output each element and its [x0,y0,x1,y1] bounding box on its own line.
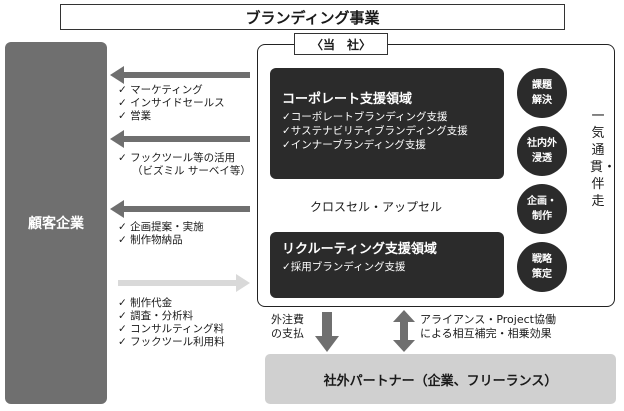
circle-line: 解決 [532,95,552,106]
recruiting-support-box: リクルーティング支援領域 ✓採用ブランディング支援 [270,232,504,298]
list-hook-tools: ✓ フックツール等の活用 （ビズミル サーベイ等） [118,152,251,178]
corporate-support-box: コーポレート支援領域 ✓コーポレートブランディング支援 ✓サステナビリティブラン… [270,68,504,179]
circle-strategy: 戦略 策定 [517,242,567,292]
circle-problem-solving: 課題 解決 [517,68,567,118]
corporate-item: ✓コーポレートブランディング支援 [282,111,448,123]
arrow-alliance [393,310,415,352]
circle-line: 戦略 [532,254,552,265]
circle-line: 浸透 [532,153,552,164]
corporate-item: ✓サステナビリティブランディング支援 [282,125,468,137]
list-item: ✓ 制作物納品 [118,234,183,246]
list-item-note: （ビズミル サーベイ等） [132,165,251,177]
list-item: ✓ コンサルティング料 [118,323,225,335]
list-proposal: ✓ 企画提案・実施 ✓ 制作物納品 [118,221,204,247]
arrow-left-1 [110,66,250,84]
corporate-item: ✓インナーブランディング支援 [282,139,426,151]
our-company-label: 〈当 社〉 [294,33,388,55]
list-item: ✓ フックツール等の活用 [118,152,236,164]
list-item: ✓ マーケティング [118,84,203,96]
outsourcing-line: の支払 [271,327,304,340]
list-item: ✓ 調査・分析料 [118,310,194,322]
external-partner-box: 社外パートナー（企業、フリーランス） [265,354,616,404]
integrated-support-vertical-text: 一気通貫・伴走 [590,109,617,209]
circle-planning-production: 企画・ 制作 [517,184,567,234]
list-item: ✓ 営業 [118,110,152,122]
cross-sell-label: クロスセル・アップセル [310,200,443,214]
alliance-line: による相互補完・相乗効果 [420,327,552,340]
recruiting-support-title: リクルーティング支援領域 [282,242,437,257]
circle-internal-external: 社内外 浸透 [517,126,567,176]
arrow-right-payment [118,274,250,292]
outsourcing-line: 外注費 [271,313,304,326]
arrow-left-2 [110,130,250,148]
client-company-box: 顧客企業 [5,42,107,404]
list-fees: ✓ 制作代金 ✓ 調査・分析料 ✓ コンサルティング料 ✓ フックツール利用料 [118,297,225,349]
alliance-label: アライアンス・Project協働 による相互補完・相乗効果 [420,313,556,341]
alliance-line: アライアンス・Project協働 [420,313,556,326]
arrow-left-3 [110,200,250,218]
diagram-title: ブランディング事業 [60,4,565,30]
list-sales: ✓ マーケティング ✓ インサイドセールス ✓ 営業 [118,84,225,123]
circle-line: 企画・ [527,196,557,207]
corporate-support-title: コーポレート支援領域 [282,92,413,107]
list-item: ✓ 企画提案・実施 [118,221,204,233]
outsourcing-label: 外注費 の支払 [271,313,304,341]
list-item: ✓ フックツール利用料 [118,336,225,348]
list-item: ✓ 制作代金 [118,297,173,309]
circle-line: 策定 [532,269,552,280]
arrow-outsourcing-down [315,312,339,352]
circle-line: 社内外 [527,138,557,149]
circle-line: 課題 [532,80,552,91]
list-item: ✓ インサイドセールス [118,97,225,109]
circle-line: 制作 [532,211,552,222]
recruiting-item: ✓採用ブランディング支援 [282,261,406,273]
